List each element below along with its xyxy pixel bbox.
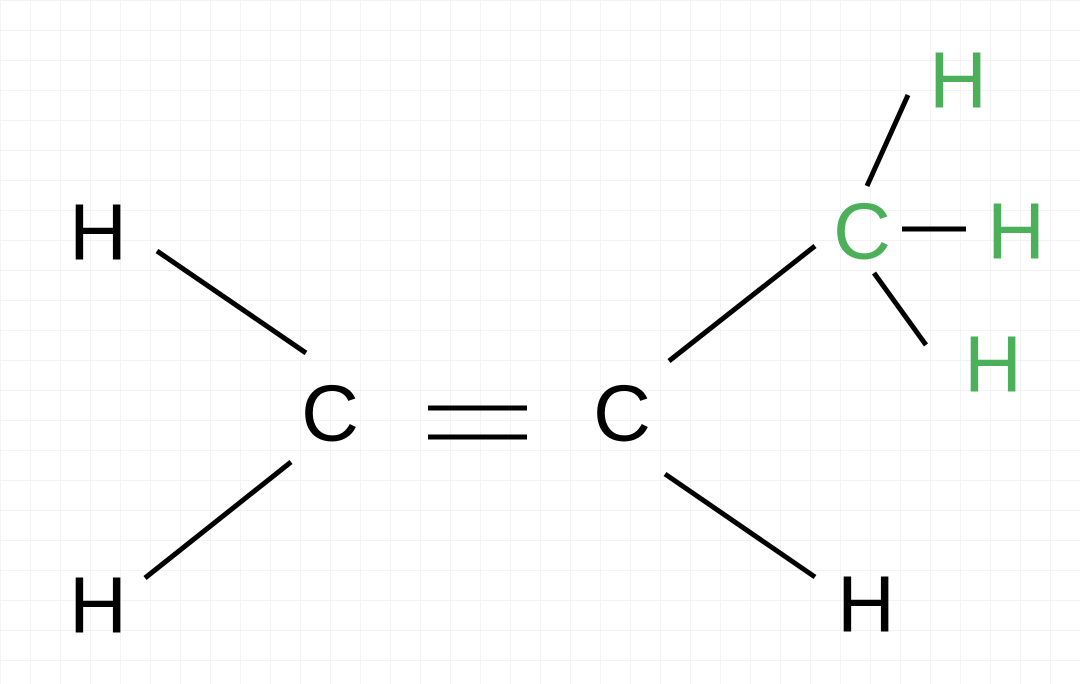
atoms: C C C H H H H H H: [69, 36, 1045, 650]
atom-hydrogen-c2-bottom: H: [837, 560, 895, 649]
bond-c1-h-bottom: [143, 460, 293, 580]
bond-c1-h-top: [155, 248, 308, 356]
atom-hydrogen-c1-top: H: [69, 188, 127, 277]
atom-hydrogen-methyl-right: H: [987, 187, 1045, 276]
atom-carbon-1: C: [301, 369, 359, 458]
bond-c3-h-top: [864, 93, 911, 188]
atom-hydrogen-methyl-top: H: [929, 36, 987, 125]
bond-c2-c3: [667, 244, 817, 363]
bond-c2-h-bottom: [663, 471, 817, 580]
bond-c3-h-bottom: [871, 271, 929, 347]
atom-carbon-methyl: C: [833, 187, 891, 276]
atom-carbon-2: C: [593, 369, 651, 458]
atom-hydrogen-methyl-bottom: H: [964, 320, 1022, 409]
atom-hydrogen-c1-bottom: H: [69, 561, 127, 650]
bonds: [143, 93, 966, 580]
